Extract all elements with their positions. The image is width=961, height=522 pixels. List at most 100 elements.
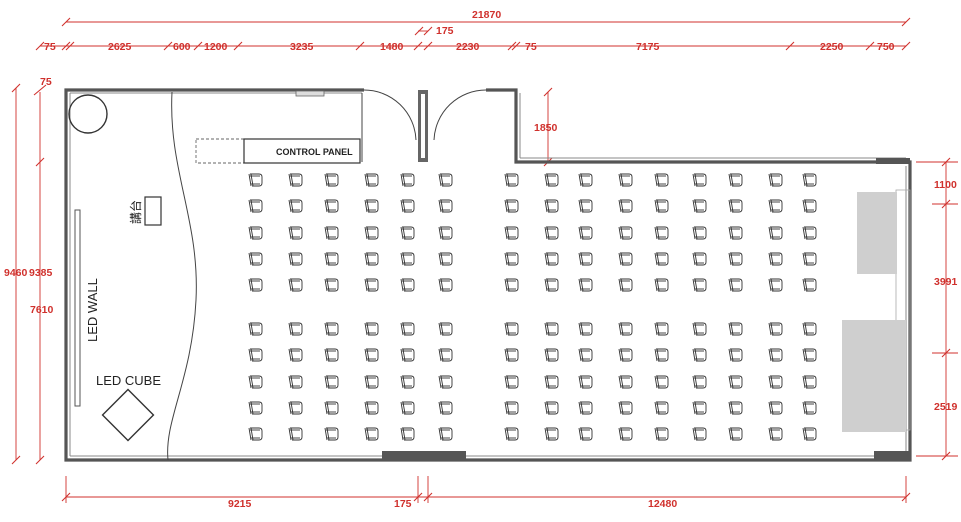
chair [578,401,593,415]
chair [768,226,783,240]
led-cube [101,388,155,442]
chair [248,375,263,389]
chair [288,278,303,292]
chair [544,375,559,389]
chair [768,348,783,362]
chair [578,199,593,213]
chair [400,348,415,362]
left-dimensions: 75 9460 9385 7610 [4,76,54,465]
chair [654,427,669,441]
walls [64,88,912,462]
chair [324,278,339,292]
chair [400,278,415,292]
dim-top-1: 2625 [108,41,132,53]
screen-lower [842,320,906,432]
led-cube-label: LED CUBE [96,373,161,388]
chair [364,427,379,441]
chair [654,226,669,240]
chair [438,199,453,213]
chair [692,348,707,362]
chair [504,226,519,240]
dim-left-0: 9460 [4,267,28,279]
chair [578,322,593,336]
chair [324,252,339,266]
dim-top-small: 175 [436,25,454,37]
chair [288,173,303,187]
chair [544,427,559,441]
chair [768,173,783,187]
column-circle [68,94,108,134]
dim-top-9: 2250 [820,41,844,53]
chair [324,199,339,213]
chair [438,427,453,441]
chair [618,226,633,240]
chair [692,278,707,292]
screens [842,192,906,432]
chair [802,427,817,441]
chair [288,252,303,266]
seating [248,173,817,441]
screen-upper [857,192,897,274]
chair [802,375,817,389]
chair [324,322,339,336]
chair [692,401,707,415]
chair [504,401,519,415]
chair [728,226,743,240]
chair [692,375,707,389]
chair [578,278,593,292]
chair [728,173,743,187]
chair [504,199,519,213]
chair [802,199,817,213]
chair [504,278,519,292]
dim-bottom-1: 175 [394,498,412,510]
chair [544,173,559,187]
chair [544,322,559,336]
chair [654,375,669,389]
chair [728,252,743,266]
chair [324,348,339,362]
chair [654,278,669,292]
chair [400,173,415,187]
chair [438,173,453,187]
door-depth-dimension: 1850 [534,87,558,167]
dim-top-4: 3235 [290,41,314,53]
chair [654,173,669,187]
chair [364,199,379,213]
chair [618,278,633,292]
chair [438,278,453,292]
chair [802,173,817,187]
chair [248,278,263,292]
chair [768,278,783,292]
chair [692,252,707,266]
chair [768,199,783,213]
chair [578,348,593,362]
chair [728,401,743,415]
chair [768,252,783,266]
chair [654,348,669,362]
chair [288,375,303,389]
chair [248,401,263,415]
chair [618,173,633,187]
chair [288,199,303,213]
chair [692,173,707,187]
chair [400,199,415,213]
stage-area: LED WALL LED CUBE 講台 [68,91,197,461]
dim-top-6: 2230 [456,41,480,53]
chair [438,348,453,362]
chair [400,375,415,389]
chair [544,199,559,213]
chair [768,375,783,389]
chair [802,322,817,336]
chair [802,401,817,415]
chair [400,401,415,415]
chair [248,348,263,362]
chair [324,401,339,415]
dim-right-0: 1100 [934,179,957,191]
chair [288,322,303,336]
chair [288,401,303,415]
chair [768,427,783,441]
chair [654,252,669,266]
chair [728,199,743,213]
chair [544,348,559,362]
chair [768,401,783,415]
